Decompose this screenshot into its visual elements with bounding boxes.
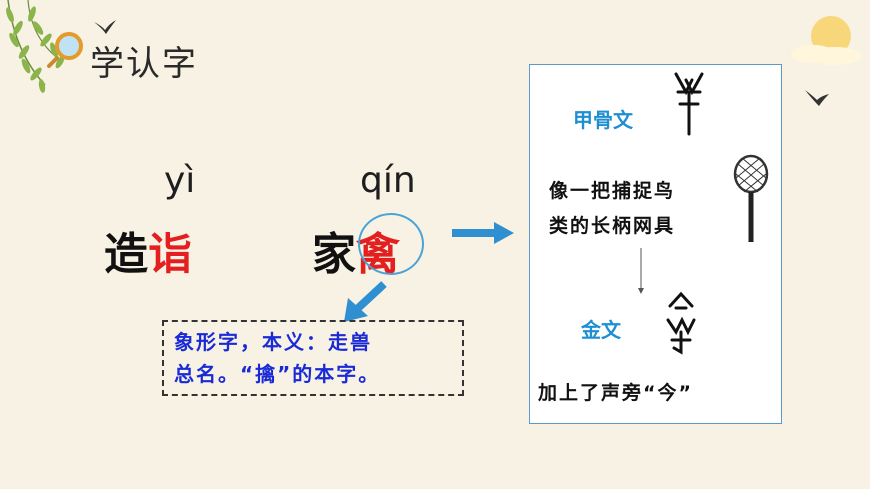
meaning-line: 总名。“擒”的本字。 [174, 362, 381, 386]
word-char: 造 [104, 229, 148, 280]
bronze-script-label: 金文 [581, 318, 621, 342]
oracle-description-line: 类的长柄网具 [549, 215, 676, 237]
pinyin-yi: yì [164, 160, 196, 201]
word-char: 家 [312, 229, 356, 280]
evolution-arrow-line [638, 248, 644, 294]
willow-branch-decoration [6, 0, 65, 93]
meaning-note-box: 象形字，本义：走兽 总名。“擒”的本字。 [162, 320, 464, 396]
meaning-line: 象形字，本义：走兽 [174, 330, 372, 354]
arrow-right-icon [452, 222, 514, 244]
arrow-down-left-icon [344, 281, 387, 322]
sun-cloud-decoration [791, 16, 861, 65]
highlight-char: 诣 [148, 229, 192, 280]
bronze-script-glyph-image [666, 291, 696, 355]
oracle-bone-glyph-image [674, 72, 704, 136]
highlight-circle [358, 213, 424, 275]
net-tool-image [733, 154, 769, 242]
magnifier-icon [47, 32, 83, 68]
character-evolution-panel [529, 64, 782, 424]
pinyin-qin: qín [360, 160, 416, 201]
swallow-icon [805, 90, 829, 106]
word-zaoyi: 造诣 [104, 218, 192, 282]
bronze-description: 加上了声旁“今” [538, 382, 693, 404]
swallow-icon [94, 20, 116, 34]
oracle-description-line: 像一把捕捉鸟 [549, 180, 676, 202]
oracle-bone-label: 甲骨文 [573, 108, 633, 132]
page-title: 学认字 [90, 44, 198, 84]
